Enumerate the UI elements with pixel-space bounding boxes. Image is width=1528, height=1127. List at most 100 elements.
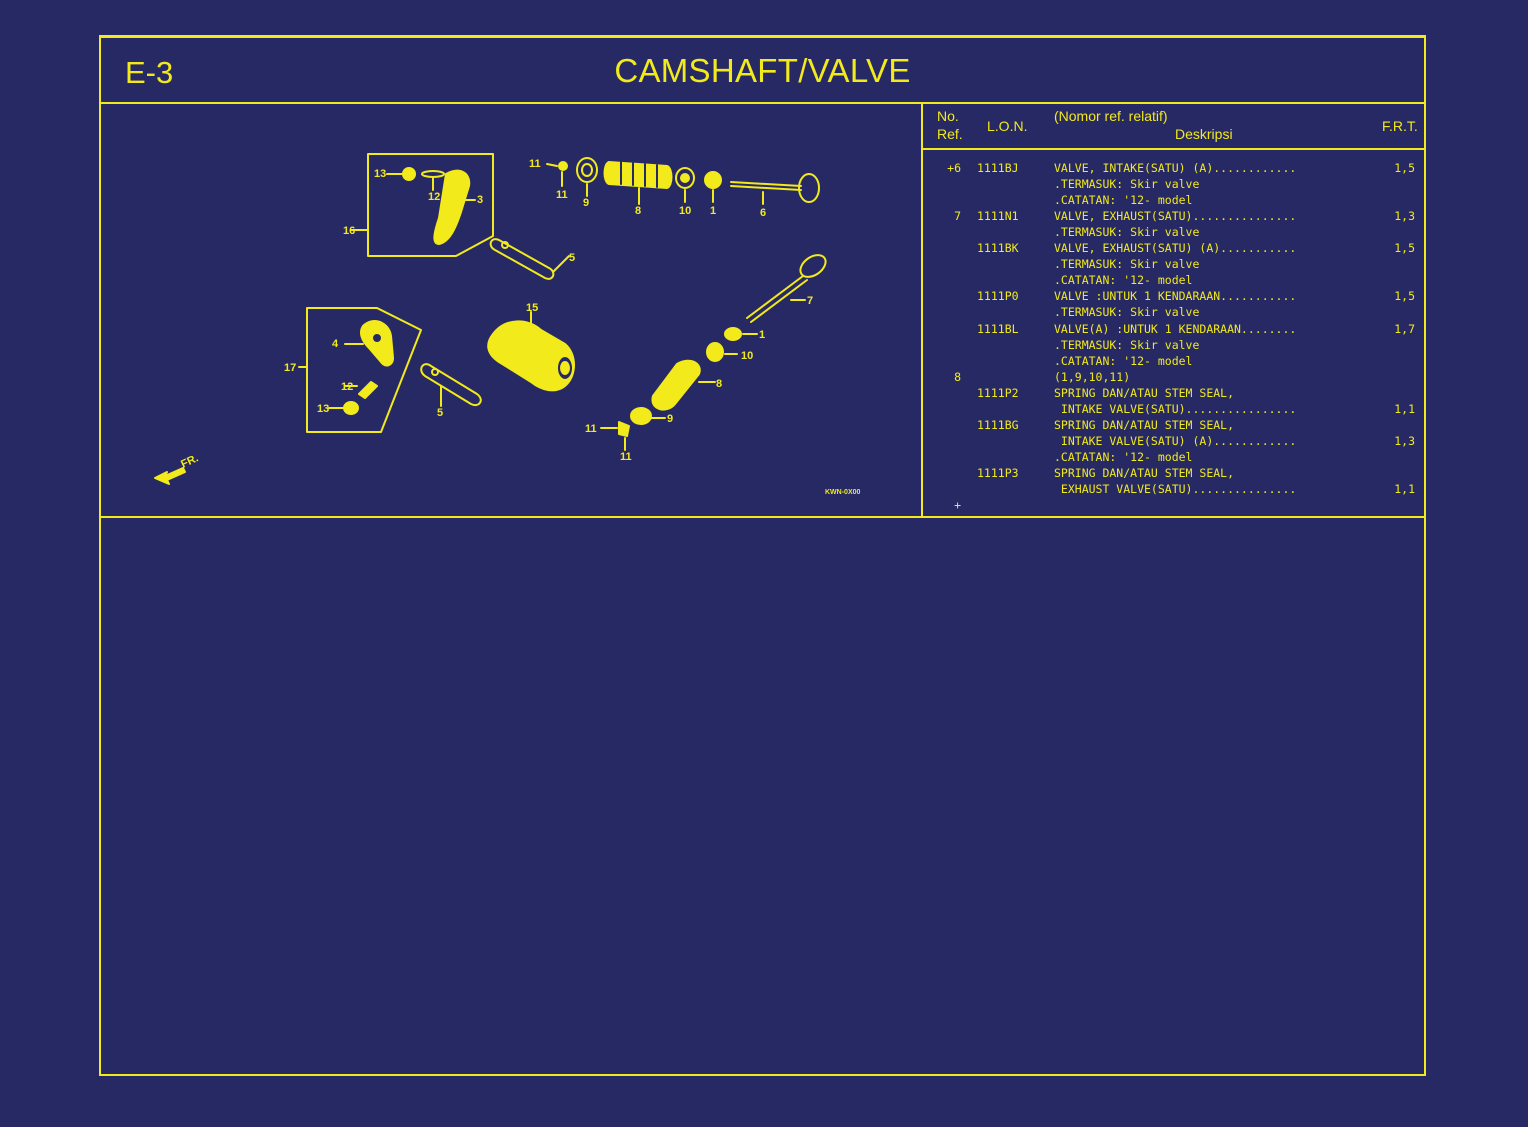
table-row: .CATATAN: '12- model (923, 272, 1424, 288)
callout: 7 (807, 295, 813, 307)
callout: 9 (583, 197, 589, 209)
frt-cell: 1,5 (1394, 161, 1415, 175)
desc-cell: VALVE, EXHAUST(SATU)............... (1054, 209, 1297, 224)
desc-cell: SPRING DAN/ATAU STEM SEAL, (1054, 385, 1235, 400)
parts-page-frame: E-3 CAMSHAFT/VALVE (99, 35, 1426, 1076)
desc-cell: (1,9,10,11) (1054, 369, 1131, 384)
callout: 16 (343, 225, 355, 237)
ref-cell: 7 (954, 209, 961, 224)
parts-table: No. Ref. L.O.N. (Nomor ref. relatif) Des… (923, 104, 1424, 516)
table-row: .CATATAN: '12- model (923, 192, 1424, 208)
lon-cell: 1111BK (977, 241, 1019, 256)
frt-cell: 1,5 (1394, 289, 1415, 304)
desc-cell: .CATATAN: '12- model (1054, 449, 1193, 464)
adjuster-nut-upper (402, 167, 416, 181)
ref-cell: +6 (947, 161, 961, 175)
callout: 8 (635, 205, 641, 217)
table-row: +6 1111BJ VALVE, INTAKE(SATU) (A).........… (923, 160, 1424, 176)
desc-cell: VALVE, INTAKE(SATU) (A)............ (1054, 161, 1297, 175)
table-row: .TERMASUK: Skir valve (923, 337, 1424, 353)
ref-cell: + (954, 498, 961, 513)
table-row: + (923, 497, 1424, 513)
callout: 11 (556, 189, 568, 201)
frt-cell: 1,1 (1394, 482, 1415, 496)
lon-cell: 1111BL (977, 321, 1019, 336)
frt-cell: 1,7 (1394, 321, 1415, 336)
header-ref: Ref. (937, 126, 963, 142)
desc-cell: EXHAUST VALVE(SATU)............... (1054, 482, 1297, 496)
callout: 13 (374, 168, 386, 180)
rocker-shaft-upper (489, 238, 555, 280)
desc-cell: INTAKE VALVE(SATU) (A)............ (1054, 433, 1297, 448)
rocker-shaft-lower (420, 363, 482, 406)
callout: 1 (710, 205, 716, 217)
section-code: E-3 (125, 55, 174, 90)
header-lon: L.O.N. (987, 118, 1028, 134)
table-row: 1111P2 SPRING DAN/ATAU STEM SEAL, (923, 385, 1424, 401)
callout: 11 (620, 451, 632, 463)
valve-spring-lower (651, 359, 701, 411)
callout: 10 (679, 205, 691, 217)
callout: 12 (428, 191, 440, 203)
table-row: 1111BL VALVE(A) :UNTUK 1 KENDARAAN.......… (923, 321, 1424, 337)
lower-divider (101, 516, 1424, 518)
table-row: 1111P3 SPRING DAN/ATAU STEM SEAL, (923, 465, 1424, 481)
desc-cell: SPRING DAN/ATAU STEM SEAL, (1054, 465, 1235, 480)
desc-cell: VALVE(A) :UNTUK 1 KENDARAAN........ (1054, 321, 1297, 336)
table-row: 7 1111N1 VALVE, EXHAUST(SATU).............… (923, 208, 1424, 224)
callout: 5 (569, 252, 575, 264)
callout: 9 (667, 413, 673, 425)
table-row: .CATATAN: '12- model (923, 449, 1424, 465)
lon-cell: 1111BG (977, 417, 1019, 432)
desc-cell: .TERMASUK: Skir valve (1054, 257, 1200, 272)
desc-cell: .TERMASUK: Skir valve (1054, 177, 1200, 192)
valve-spring-upper (603, 161, 673, 189)
desc-cell: .TERMASUK: Skir valve (1054, 225, 1200, 240)
table-row: 1111BG SPRING DAN/ATAU STEM SEAL, (923, 417, 1424, 433)
callout: 11 (585, 423, 597, 435)
exhaust-valve-head (799, 254, 827, 278)
lon-cell: 1111N1 (977, 209, 1019, 224)
lon-cell: 1111P2 (977, 385, 1019, 400)
front-label: FR. (179, 452, 200, 470)
desc-cell: VALVE, EXHAUST(SATU) (A)........... (1054, 241, 1297, 256)
callout: 10 (741, 350, 753, 362)
desc-cell: .CATATAN: '12- model (1054, 273, 1193, 288)
lon-cell: 1111P3 (977, 465, 1019, 480)
desc-cell: SPRING DAN/ATAU STEM SEAL, (1054, 417, 1235, 432)
desc-cell: .TERMASUK: Skir valve (1054, 337, 1200, 352)
group-17-outline (306, 307, 422, 433)
table-row: 8(1,9,10,11) (923, 369, 1424, 385)
desc-cell: VALVE :UNTUK 1 KENDARAAN........... (1054, 289, 1297, 304)
exploded-parts-diagram: 13 12 3 16 11 11 9 8 10 1 6 5 15 7 1 10 … (101, 104, 923, 516)
callout: 13 (317, 403, 329, 415)
camshaft (487, 320, 575, 392)
callout: 3 (477, 194, 483, 206)
table-row: .TERMASUK: Skir valve (923, 176, 1424, 192)
desc-cell: .TERMASUK: Skir valve (1054, 305, 1200, 320)
table-row: .TERMASUK: Skir valve (923, 224, 1424, 240)
table-row: .CATATAN: '12- model (923, 353, 1424, 369)
header-desc-sub: (Nomor ref. relatif) (1054, 108, 1168, 124)
lon-cell: 1111BJ (977, 161, 1019, 175)
callout: 1 (759, 329, 765, 341)
callout: 11 (529, 158, 541, 170)
diagram-code: KWN-0X00 (825, 489, 861, 496)
table-row: .TERMASUK: Skir valve (923, 256, 1424, 272)
table-row: INTAKE VALVE(SATU) (A)............1,3 (923, 433, 1424, 449)
table-row: EXHAUST VALVE(SATU)............... 1,1 (923, 481, 1424, 497)
intake-valve-head (798, 173, 820, 203)
table-row: INTAKE VALVE(SATU)................ 1,1 (923, 401, 1424, 417)
callout: 8 (716, 378, 722, 390)
header-desc: Deskripsi (1175, 126, 1233, 142)
desc-cell: INTAKE VALVE(SATU)................ (1054, 401, 1297, 416)
table-row: .TERMASUK: Skir valve (923, 304, 1424, 320)
frt-cell: 1,3 (1394, 209, 1415, 224)
callout: 6 (760, 207, 766, 219)
front-direction-arrow (154, 467, 186, 485)
rocker-arm-upper (433, 169, 471, 245)
desc-cell: .CATATAN: '12- model (1054, 353, 1193, 368)
group-16-outline (367, 153, 494, 257)
frt-cell: 1,1 (1394, 401, 1415, 416)
